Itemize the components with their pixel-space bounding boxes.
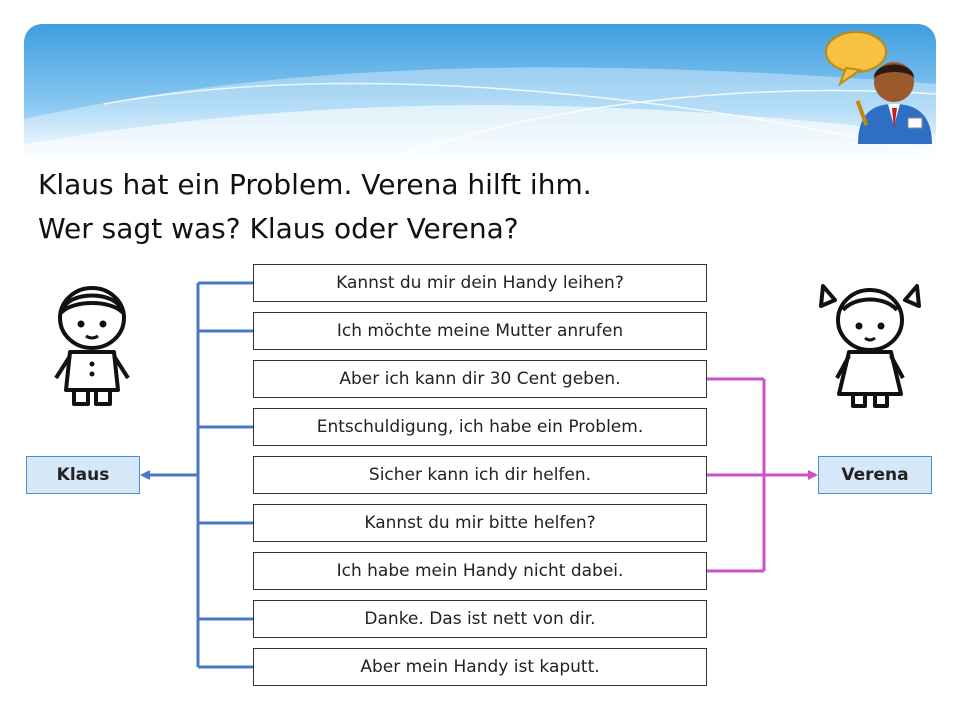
page-title: Klaus hat ein Problem. Verena hilft ihm. xyxy=(38,168,592,201)
phrase-box[interactable]: Aber ich kann dir 30 Cent geben. xyxy=(253,360,707,398)
phrase-box[interactable]: Aber mein Handy ist kaputt. xyxy=(253,648,707,686)
page-subtitle: Wer sagt was? Klaus oder Verena? xyxy=(38,212,519,245)
header-banner xyxy=(24,24,936,164)
girl-figure-icon xyxy=(819,284,921,408)
phrase-box[interactable]: Ich möchte meine Mutter anrufen xyxy=(253,312,707,350)
klaus-connector-group xyxy=(140,281,253,669)
phrase-box[interactable]: Kannst du mir bitte helfen? xyxy=(253,504,707,542)
phrase-box[interactable]: Entschuldigung, ich habe ein Problem. xyxy=(253,408,707,446)
klaus-label-box[interactable]: Klaus xyxy=(26,456,140,494)
verena-connector-group xyxy=(707,377,818,573)
phrase-box[interactable]: Danke. Das ist nett von dir. xyxy=(253,600,707,638)
phrase-box[interactable]: Sicher kann ich dir helfen. xyxy=(253,456,707,494)
boy-figure-icon xyxy=(54,286,130,406)
teacher-speech-bubble-icon xyxy=(825,31,932,144)
phrase-box[interactable]: Ich habe mein Handy nicht dabei. xyxy=(253,552,707,590)
phrase-box[interactable]: Kannst du mir dein Handy leihen? xyxy=(253,264,707,302)
verena-label-box[interactable]: Verena xyxy=(818,456,932,494)
